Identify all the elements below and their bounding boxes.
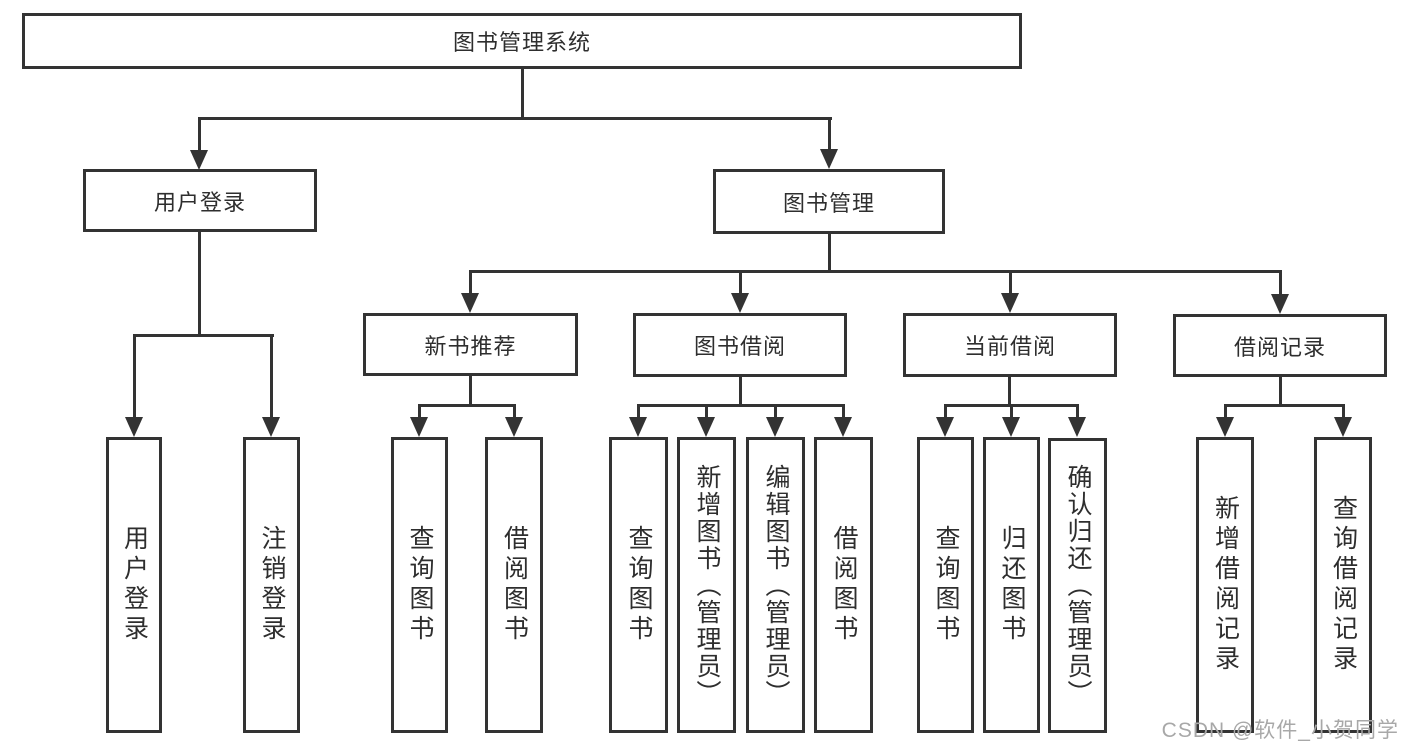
arrowhead-down-icon [461,293,479,313]
connector-line [1279,377,1282,407]
connector-line [739,270,742,296]
leaf-label: 新增借阅记录 [1211,495,1240,675]
arrowhead-down-icon [731,293,749,313]
leaf-add-borrowing-record: 新增借阅记录 [1196,437,1254,733]
node-book-management: 图书管理 [713,169,945,234]
connector-line [469,376,472,407]
connector-line [1008,377,1011,407]
arrowhead-down-icon [936,417,954,437]
leaf-label: 用户登录 [120,525,149,645]
arrowhead-down-icon [125,417,143,437]
leaf-label: 归还图书 [998,525,1026,645]
arrowhead-down-icon [190,150,208,170]
arrowhead-down-icon [505,417,523,437]
connector-line [198,117,201,153]
node-book-borrowing: 图书借阅 [633,313,847,377]
node-library-management-system: 图书管理系统 [22,13,1022,69]
leaf-label: 查询图书 [406,525,434,645]
arrowhead-down-icon [1216,417,1234,437]
connector-line [133,334,136,420]
connector-line [1279,270,1282,296]
connector-line [198,232,201,337]
node-label: 图书管理 [782,190,875,216]
leaf-label: 确认归还（管理员） [1064,464,1092,707]
arrowhead-down-icon [834,417,852,437]
csdn-watermark: CSDN @软件_小贺同学 [1161,719,1399,742]
leaf-query-borrowing-record: 查询借阅记录 [1314,437,1372,733]
leaf-query-books-current: 查询图书 [917,437,974,733]
leaf-label: 借阅图书 [500,525,529,645]
leaf-borrow-books: 借阅图书 [814,437,873,733]
connector-line [270,334,273,420]
connector-line [1009,270,1012,296]
leaf-query-books-recommend: 查询图书 [391,437,448,733]
node-user-login: 用户登录 [83,169,317,232]
leaf-query-books-borrowing: 查询图书 [609,437,668,733]
connector-line [1224,404,1345,407]
connector-line [842,404,845,420]
connector-line [521,69,524,120]
node-label: 新书推荐 [424,333,517,359]
connector-line [198,117,832,120]
connector-line [774,404,777,420]
node-label: 用户登录 [153,189,246,215]
connector-line [469,270,1282,273]
leaf-label: 注销登录 [258,525,286,645]
leaf-return-books: 归还图书 [983,437,1040,733]
leaf-label: 查询图书 [625,525,653,645]
connector-line [637,404,845,407]
connector-line [418,404,516,407]
node-label: 当前借阅 [963,334,1056,359]
leaf-label: 编辑图书（管理员） [762,463,790,707]
arrowhead-down-icon [1002,417,1020,437]
node-label: 借阅记录 [1233,334,1326,360]
arrowhead-down-icon [697,417,715,437]
connector-line [739,377,742,407]
leaf-edit-books-admin: 编辑图书（管理员） [746,437,805,733]
connector-line [1010,404,1013,420]
node-label: 图书借阅 [693,334,786,359]
leaf-add-books-admin: 新增图书（管理员） [677,437,736,733]
node-label: 图书管理系统 [452,30,591,55]
leaf-label: 新增图书（管理员） [693,463,721,707]
node-borrowing-records: 借阅记录 [1173,314,1387,377]
leaf-confirm-return-admin: 确认归还（管理员） [1048,438,1107,733]
connector-line [418,404,421,420]
arrowhead-down-icon [766,417,784,437]
node-current-borrowing: 当前借阅 [903,313,1117,377]
connector-line [469,270,472,296]
connector-line [1076,404,1079,420]
arrowhead-down-icon [1001,293,1019,313]
leaf-logout: 注销登录 [243,437,300,733]
arrowhead-down-icon [820,149,838,169]
connector-line [513,404,516,420]
leaf-label: 查询图书 [932,525,960,645]
connector-line [828,117,831,153]
arrowhead-down-icon [1271,294,1289,314]
arrowhead-down-icon [1334,417,1352,437]
connector-line [828,233,831,273]
arrowhead-down-icon [410,417,428,437]
arrowhead-down-icon [629,417,647,437]
leaf-label: 借阅图书 [830,525,858,645]
arrowhead-down-icon [262,417,280,437]
connector-line [133,334,274,337]
arrowhead-down-icon [1068,417,1086,437]
node-new-book-recommendation: 新书推荐 [363,313,578,376]
connector-line [1342,404,1345,420]
leaf-label: 查询借阅记录 [1329,495,1358,675]
connector-line [1224,404,1227,420]
connector-line [705,404,708,420]
leaf-borrow-books-recommend: 借阅图书 [485,437,543,733]
connector-line [944,404,947,420]
connector-line [637,404,640,420]
leaf-user-login: 用户登录 [106,437,162,733]
